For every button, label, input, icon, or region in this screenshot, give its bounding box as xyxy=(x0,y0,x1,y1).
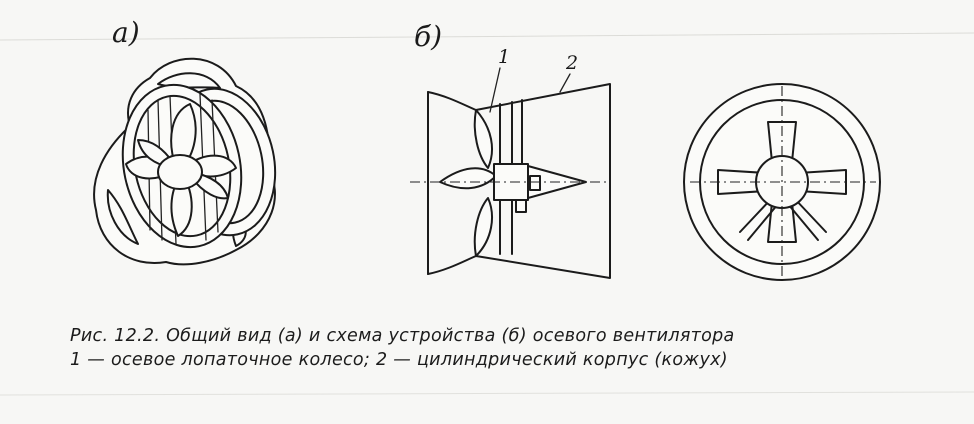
fan-general-view xyxy=(93,57,277,266)
caption-line-1: Рис. 12.2. Общий вид (а) и схема устройс… xyxy=(70,326,735,346)
part-2-label: 2 xyxy=(566,52,579,74)
fan-section-side xyxy=(410,67,611,279)
part-1-label: 1 xyxy=(498,46,511,68)
panel-b-label: б) xyxy=(414,20,443,53)
caption-line-2: 1 — осевое лопаточное колесо; 2 — цилинд… xyxy=(70,350,728,370)
paper-rule-lines xyxy=(0,32,974,396)
panel-a-label: а) xyxy=(112,16,140,49)
housing-outline xyxy=(427,83,611,279)
fan-section-front xyxy=(683,83,881,281)
